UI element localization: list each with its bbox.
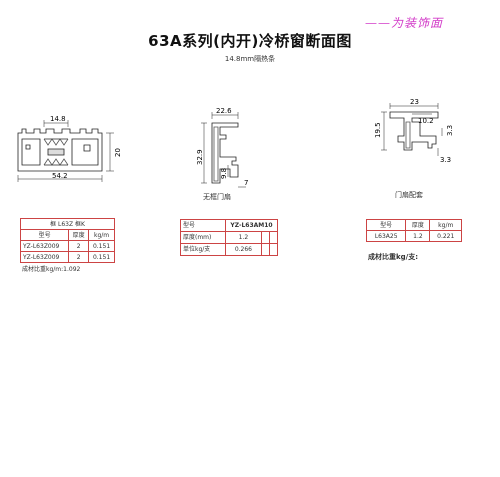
table-cell: 0.221 bbox=[429, 230, 462, 242]
page-subtitle: 14.8mm隔热条 bbox=[224, 55, 276, 63]
profile-3-dimensions bbox=[381, 103, 443, 156]
table-row: L63A25 1.2 0.221 bbox=[365, 230, 462, 242]
table-cell bbox=[260, 231, 270, 244]
table-cell: 2 bbox=[68, 251, 90, 263]
table-cell: 2 bbox=[68, 240, 90, 252]
profile-1-dimensions bbox=[17, 120, 114, 182]
table-row: 型号 YZ-L63AM10 bbox=[180, 219, 278, 232]
table-row: 单位kg/支 0.266 bbox=[180, 243, 279, 256]
profile-1-dim-height: 20 bbox=[114, 148, 122, 157]
table-header: 厚度 bbox=[405, 219, 431, 231]
table-cell: YZ-L63Z009 bbox=[19, 240, 70, 252]
table-cell: 厚度(mm) bbox=[180, 231, 226, 244]
page-title: 63A系列(内开)冷桥窗断面图 bbox=[148, 32, 352, 50]
profile-3-dim-bottom: 3.3 bbox=[440, 156, 451, 164]
profile-1-dim-width: 54.2 bbox=[52, 172, 68, 180]
table-row: 型号 厚度 kg/m bbox=[365, 219, 462, 231]
table-header: 型号 bbox=[19, 229, 70, 241]
profile-3-section bbox=[389, 111, 439, 151]
profile-2-section bbox=[211, 122, 239, 184]
table-cell: 1.2 bbox=[405, 230, 431, 242]
profile-3-drawing: 23 10.2 19.5 3.3 3.3 bbox=[374, 98, 454, 164]
table-header: 型号 bbox=[365, 219, 407, 231]
profile-3-dim-width: 23 bbox=[410, 98, 419, 106]
profile-2-dimensions bbox=[201, 112, 246, 188]
table-cell: 0.151 bbox=[88, 240, 115, 252]
profile-2-dim-height: 32.9 bbox=[196, 149, 204, 165]
table-row: YZ-L63Z009 2 0.151 bbox=[19, 240, 115, 252]
table-cell: 1.2 bbox=[225, 231, 262, 244]
table-cell: YZ-L63AM10 bbox=[225, 219, 278, 232]
table-cell: L63A25 bbox=[365, 230, 407, 242]
table-cell bbox=[268, 231, 279, 244]
profile-1-table-footer: 成材比重kg/m:1.092 bbox=[22, 266, 81, 273]
profile-2-drawing: 22.6 32.9 9.8 7 bbox=[196, 107, 248, 188]
profile-3-spec-table: 型号 厚度 kg/m L63A25 1.2 0.221 bbox=[365, 219, 462, 242]
profile-2-dim-small-a: 9.8 bbox=[220, 168, 228, 179]
table-cell bbox=[260, 243, 270, 256]
profile-3-dim-right: 3.3 bbox=[446, 125, 454, 136]
table-header: kg/m bbox=[429, 219, 462, 231]
table-cell: 型号 bbox=[180, 219, 226, 232]
profile-1-drawing: 14.8 54.2 20 bbox=[17, 115, 122, 182]
profile-1-spec-table: 框 L63Z 框K 型号 厚度 kg/m YZ-L63Z009 2 0.151 … bbox=[19, 218, 115, 263]
table-cell bbox=[268, 243, 279, 256]
profile-1-table-title: 框 L63Z 框K bbox=[20, 218, 115, 230]
table-cell: 0.266 bbox=[225, 243, 262, 256]
profile-3-dim-height: 19.5 bbox=[374, 122, 382, 138]
profile-1-dim-top: 14.8 bbox=[50, 115, 66, 123]
profile-2-spec-table: 型号 YZ-L63AM10 厚度(mm) 1.2 单位kg/支 0.266 bbox=[180, 219, 279, 256]
profile-2-dim-small-b: 7 bbox=[244, 179, 248, 187]
profile-3-dim-inner: 10.2 bbox=[418, 117, 434, 125]
table-cell: 0.151 bbox=[88, 251, 115, 263]
profile-3-table-footer: 成材比重kg/支: bbox=[368, 253, 419, 261]
table-cell: YZ-L63Z009 bbox=[19, 251, 70, 263]
table-cell: 单位kg/支 bbox=[180, 243, 226, 256]
brand-text: ——为装饰面 bbox=[365, 16, 444, 30]
table-header: kg/m bbox=[88, 229, 115, 241]
table-row: 框 L63Z 框K bbox=[20, 218, 115, 230]
table-row: 厚度(mm) 1.2 bbox=[180, 231, 279, 244]
profile-2-dim-width: 22.6 bbox=[216, 107, 232, 115]
table-row: YZ-L63Z009 2 0.151 bbox=[19, 251, 115, 263]
table-row: 型号 厚度 kg/m bbox=[19, 229, 115, 241]
table-header: 厚度 bbox=[68, 229, 90, 241]
profile-2-caption: 无框门扇 bbox=[203, 193, 231, 201]
profile-3-caption: 门扇配套 bbox=[395, 191, 423, 199]
profile-1-section bbox=[17, 128, 103, 172]
